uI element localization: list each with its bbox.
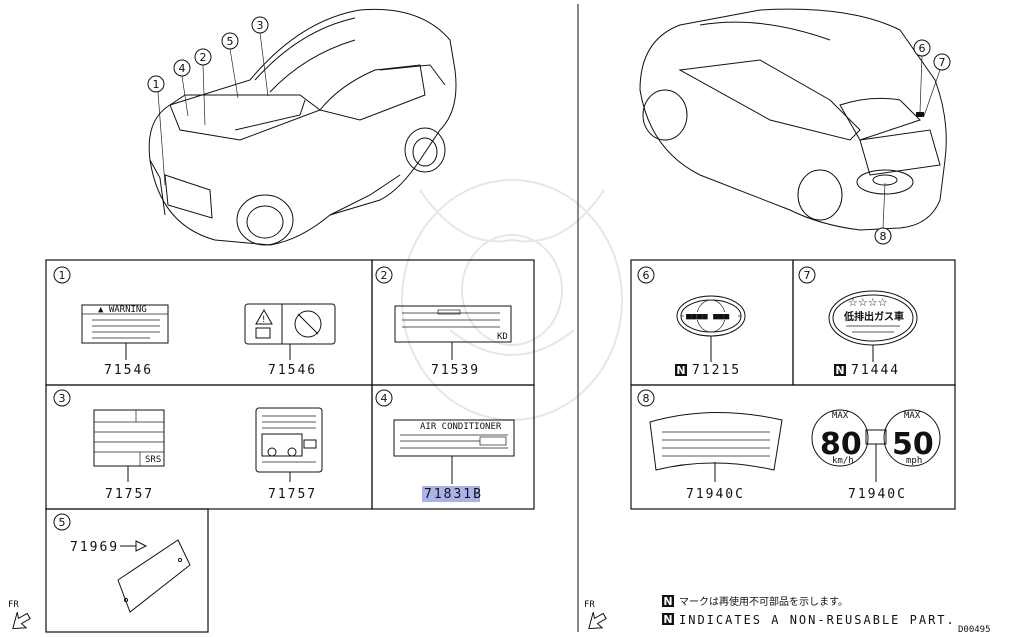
panel-2: 2 KD 71539 [371, 259, 535, 386]
fr-label: FR [8, 600, 19, 610]
svg-text:☆☆☆☆: ☆☆☆☆ [848, 296, 888, 309]
callout-number: 4 [179, 62, 186, 75]
non-reusable-badge: N [663, 595, 672, 608]
callout-4: 4 [173, 59, 191, 117]
panel-number: 1 [59, 269, 66, 282]
low-emission-text: 低排出ガス車 [843, 310, 904, 323]
panel-number: 6 [643, 269, 650, 282]
panel-3: 3 SRS 71757 71757 [45, 384, 373, 510]
diagram-code: D00495 [958, 625, 991, 635]
watermark-emblem [401, 179, 623, 421]
part-number: 71969 [70, 540, 119, 555]
speed-unit-2: mph [906, 456, 922, 466]
panel-4: 4 AIR CONDITIONER 71831B [371, 384, 535, 510]
max-text-1: MAX [832, 411, 849, 421]
callout-1: 1 [147, 75, 166, 186]
kd-text: KD [497, 332, 508, 342]
panel-8: 8 71940C MAX MAX 80 50 km/h mph 71940C [630, 384, 956, 510]
callout-2: 2 [194, 48, 212, 126]
callout-6: 6 [913, 39, 931, 113]
srs-text: SRS [145, 455, 161, 465]
callout-number: 3 [257, 19, 264, 32]
ac-title-text: AIR CONDITIONER [420, 422, 502, 432]
part-number: 71444 [851, 363, 900, 378]
spare-tire-curved-label [649, 412, 783, 482]
part-number-highlighted[interactable]: 71831B [424, 487, 483, 502]
front-arrow-icon [12, 612, 31, 630]
panel-7: 7 ☆☆☆☆ 低排出ガス車 N 71444 [792, 259, 956, 386]
max-text-2: MAX [904, 411, 921, 421]
panel-6: 6 ■■■■ ■■■ N 71215 [630, 259, 794, 386]
globe-emblem-label: ■■■■ ■■■ [676, 295, 746, 362]
air-conditioner-label: AIR CONDITIONER [393, 419, 515, 484]
low-emission-vehicle-label: ☆☆☆☆ 低排出ガス車 [828, 290, 918, 362]
legend-japanese-text: マークは再使用不可部品を示します。 [679, 595, 848, 608]
panel-number: 8 [643, 392, 650, 405]
callout-number: 2 [200, 51, 207, 64]
non-reusable-badge: N [835, 364, 844, 377]
callout-number: 5 [227, 35, 234, 48]
speed-unit-1: km/h [832, 456, 854, 466]
non-reusable-badge: N [676, 364, 685, 377]
speed-value-1: 80 [820, 427, 862, 462]
panel-number: 4 [381, 392, 388, 405]
panel-5: 5 71969 [45, 508, 209, 633]
part-number: 71757 [105, 487, 154, 502]
front-direction-indicator-left: FR [8, 600, 31, 630]
speed-limit-label: MAX MAX 80 50 km/h mph [811, 409, 941, 482]
front-arrow-icon [588, 612, 607, 630]
part-number: 71757 [268, 487, 317, 502]
warning-label-text-type: ▲ WARNING [81, 304, 169, 360]
part-number: 71539 [431, 363, 480, 378]
srs-info-label: SRS [93, 409, 165, 482]
svg-text:▲ WARNING: ▲ WARNING [98, 305, 147, 315]
panel-number: 7 [804, 269, 811, 282]
highlighted-part-marker [422, 486, 480, 502]
callout-3: 3 [251, 16, 269, 97]
panel-number: 5 [59, 516, 66, 529]
part-number: 71215 [692, 363, 741, 378]
panel-number: 3 [59, 392, 66, 405]
front-direction-indicator-right: FR [584, 600, 607, 630]
speed-value-2: 50 [892, 427, 934, 462]
part-number: 71546 [268, 363, 317, 378]
part-number: 71940C [848, 487, 907, 502]
panel-1: 1 ▲ WARNING 71546 ! 71546 [45, 259, 373, 386]
panel-number: 2 [381, 269, 388, 282]
callout-8: 8 [874, 182, 892, 245]
callout-number: 7 [939, 56, 946, 69]
legend-english-text: INDICATES A NON-REUSABLE PART. [679, 613, 956, 627]
non-reusable-badge: N [663, 613, 672, 626]
tire-info-label [255, 407, 323, 482]
callout-number: 1 [153, 78, 160, 91]
svg-text:■■■■ ■■■: ■■■■ ■■■ [686, 312, 730, 322]
part-number: 71940C [686, 487, 745, 502]
part-number: 71546 [104, 363, 153, 378]
svg-text:!: ! [261, 315, 266, 325]
callout-number: 6 [919, 42, 926, 55]
non-reusable-legend: N マークは再使用不可部品を示します。 N INDICATES A NON-RE… [662, 595, 956, 627]
callout-number: 8 [880, 230, 887, 243]
front-car-illustration [148, 8, 457, 246]
rear-car-illustration [639, 8, 947, 231]
fr-label: FR [584, 600, 595, 610]
callout-7: 7 [923, 53, 951, 117]
airbag-warning-pictogram-label: ! [244, 303, 336, 360]
callout-5: 5 [221, 32, 239, 99]
